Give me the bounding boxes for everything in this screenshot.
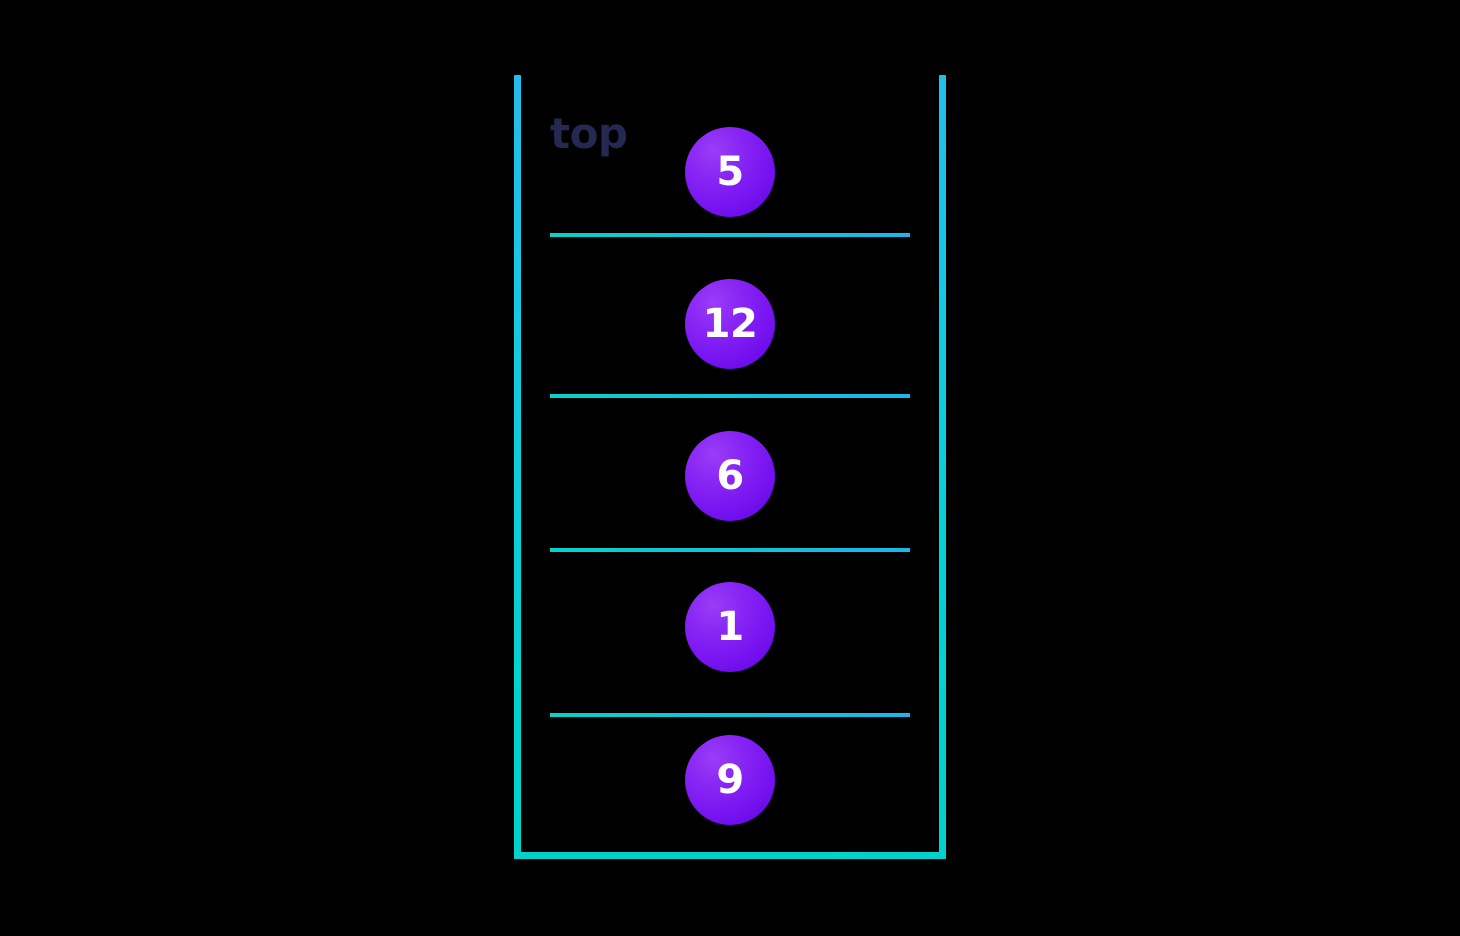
stack-node: 12 <box>685 279 775 369</box>
stack-node-value: 12 <box>702 301 758 347</box>
stack-node-value: 6 <box>716 453 744 499</box>
stack-node: 6 <box>685 431 775 521</box>
stack-container <box>514 75 946 859</box>
stack-node-value: 9 <box>716 757 744 803</box>
stack-cell-separator <box>550 233 910 237</box>
container-floor <box>514 852 946 859</box>
stack-cell-separator <box>550 713 910 717</box>
stack-node: 9 <box>685 735 775 825</box>
stack-node-value: 5 <box>716 149 744 195</box>
stack-node: 1 <box>685 582 775 672</box>
stack-cell-separator <box>550 548 910 552</box>
top-pointer-label: top <box>550 109 628 158</box>
container-left-wall <box>514 75 521 859</box>
stack-cell-separator <box>550 394 910 398</box>
container-right-wall <box>939 75 946 859</box>
stack-node: 5 <box>685 127 775 217</box>
stack-node-value: 1 <box>716 604 744 650</box>
